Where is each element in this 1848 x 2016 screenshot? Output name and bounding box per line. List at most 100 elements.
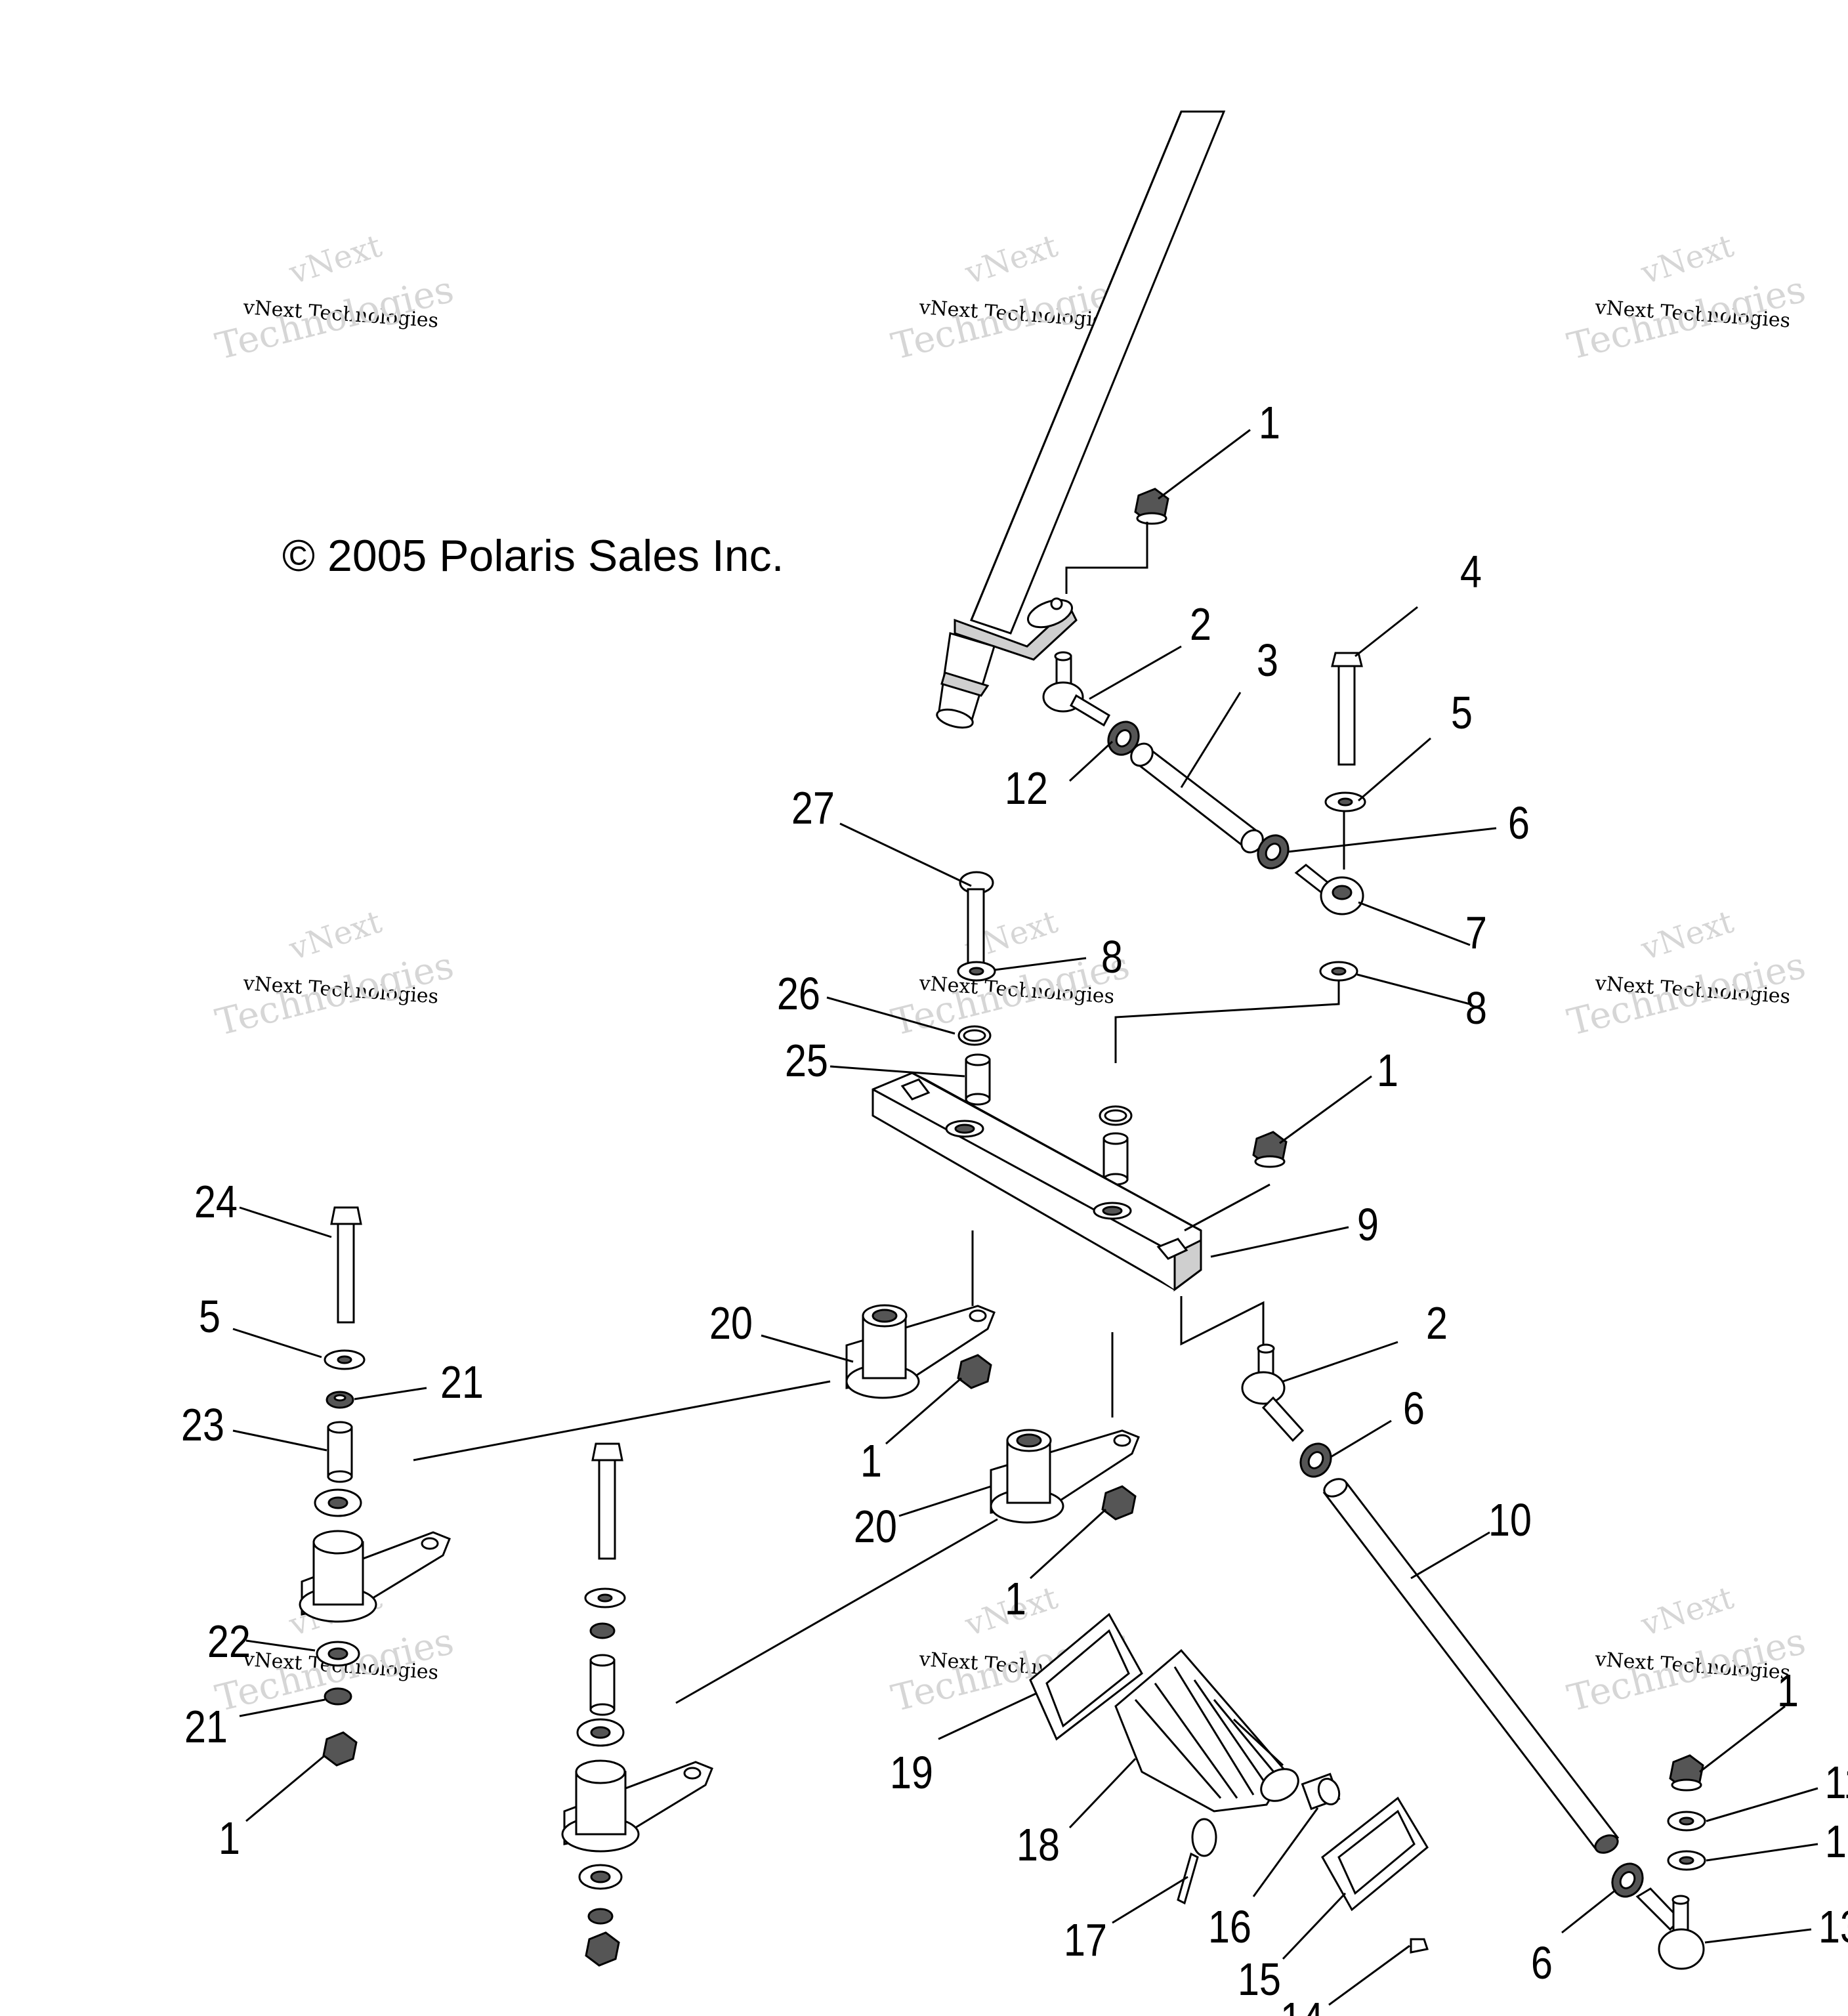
svg-text:vNext: vNext <box>284 904 386 968</box>
callout-12-right: 12 <box>1825 1815 1848 1867</box>
callout-14: 14 <box>1280 1992 1324 2016</box>
svg-text:vNext: vNext <box>1636 228 1738 292</box>
rod-end <box>1294 864 1364 915</box>
spacer-left <box>314 1488 362 1517</box>
steering-column-shaft <box>936 110 1226 729</box>
callout-8-right: 8 <box>1465 982 1487 1034</box>
watermark: vNext vNext Technologies Technologies <box>211 904 457 1045</box>
washer-12 <box>1667 1850 1706 1871</box>
callout-6-mid: 6 <box>1403 1382 1425 1434</box>
leader-line <box>1114 981 1340 1063</box>
callout-17: 17 <box>1064 1914 1107 1965</box>
callout-6-lower: 6 <box>1531 1937 1553 1988</box>
tie-rod-short <box>1130 742 1264 854</box>
jam-nut-upper <box>1107 721 1140 756</box>
svg-text:vNext: vNext <box>1636 904 1738 968</box>
flange-nut-arm-upper <box>957 1354 992 1389</box>
callout-1: 1 <box>1259 396 1280 448</box>
jam-nut-6-middle <box>1299 1442 1332 1478</box>
leader-line <box>1184 1183 1270 1232</box>
callout-11: 11 <box>1824 1756 1848 1808</box>
bolt-center <box>591 1442 623 1560</box>
nut-21-lower <box>324 1687 352 1706</box>
callout-15: 15 <box>1238 1953 1281 2005</box>
steering-bar <box>872 1072 1202 1292</box>
svg-text:Technologies: Technologies <box>1563 944 1809 1045</box>
copyright-text: © 2005 Polaris Sales Inc. <box>282 531 784 581</box>
callout-10: 10 <box>1488 1494 1532 1545</box>
callout-26: 26 <box>777 967 820 1019</box>
clamp-17 <box>1177 1818 1217 1905</box>
ball-joint-right <box>1635 1887 1705 1970</box>
svg-text:Technologies: Technologies <box>887 944 1133 1045</box>
callout-20-lower: 20 <box>854 1500 897 1552</box>
spacer-center <box>576 1718 625 1747</box>
bushing-middle <box>1102 1132 1129 1186</box>
callout-23: 23 <box>181 1398 224 1450</box>
callout-13: 13 <box>1818 1900 1848 1952</box>
leader-line <box>675 1518 998 1704</box>
callout-16: 16 <box>1208 1900 1251 1952</box>
washer-upper <box>1324 791 1366 812</box>
o-ring-middle <box>1099 1105 1133 1126</box>
callout-21: 21 <box>440 1356 484 1408</box>
callout-6: 6 <box>1508 797 1530 849</box>
idler-arm-upper <box>845 1304 996 1399</box>
nut-21-upper <box>326 1391 354 1409</box>
nut-center-1 <box>589 1622 616 1639</box>
pitman-arm-center <box>561 1759 713 1853</box>
ball-joint-upper <box>1042 651 1110 727</box>
pitman-arm-left <box>299 1530 451 1623</box>
svg-text:vNext: vNext <box>1636 1580 1738 1644</box>
flange-nut-arm-lower <box>1101 1485 1137 1521</box>
callout-labels: 1 2 3 4 5 12 6 27 7 8 26 8 25 1 24 9 5 2… <box>181 396 1848 2016</box>
ball-joint-lower <box>1241 1343 1305 1442</box>
callout-1-arm: 1 <box>860 1435 882 1486</box>
callout-3: 3 <box>1257 634 1278 686</box>
callout-1-mid: 1 <box>1377 1044 1398 1096</box>
callout-4: 4 <box>1460 545 1482 597</box>
bolt-upper <box>1331 652 1363 766</box>
callout-19: 19 <box>890 1746 933 1798</box>
watermark: vNext vNext Technologies Technologies <box>211 228 457 369</box>
screw-14 <box>1410 1938 1429 1954</box>
washer-8-left <box>957 961 996 982</box>
callout-27: 27 <box>791 782 835 833</box>
svg-text:Technologies: Technologies <box>1563 1620 1809 1721</box>
leader-line <box>1180 1296 1265 1352</box>
boot-18 <box>1114 1648 1299 1813</box>
tie-rod-long <box>1322 1478 1620 1854</box>
flange-nut-top <box>1134 488 1169 525</box>
leader-line <box>413 1380 831 1461</box>
callout-7: 7 <box>1465 906 1487 958</box>
watermark: vNext vNext Technologies Technologies <box>1563 1580 1809 1721</box>
gasket-19 <box>1029 1612 1143 1741</box>
flange-nut-left <box>322 1731 358 1767</box>
callout-9: 9 <box>1357 1198 1379 1250</box>
bushing-23 <box>327 1421 353 1483</box>
bushing-25 <box>965 1053 991 1106</box>
washer-center-1 <box>584 1587 626 1608</box>
callout-leaders <box>232 429 1818 2006</box>
washer-5-left <box>324 1349 366 1370</box>
svg-text:vNext: vNext <box>960 228 1062 292</box>
svg-text:Technologies: Technologies <box>211 268 457 369</box>
washer-11 <box>1667 1811 1706 1832</box>
idler-arm-lower <box>990 1429 1140 1524</box>
nut-center-2 <box>587 1908 614 1925</box>
callout-2-lower: 2 <box>1426 1297 1448 1349</box>
jam-nut-6-lower <box>1611 1862 1644 1898</box>
bushing-16 <box>1301 1773 1341 1811</box>
watermark: vNext vNext Technologies Technologies <box>1563 228 1809 369</box>
bushing-center <box>589 1654 616 1716</box>
callout-8: 8 <box>1101 931 1123 982</box>
svg-text:vNext: vNext <box>284 228 386 292</box>
washer-8-right <box>1319 961 1358 982</box>
flange-nut-right <box>1669 1754 1704 1792</box>
watermark: vNext vNext Technologies Technologies <box>887 904 1133 1045</box>
watermark: vNext vNext Technologies Technologies <box>1563 904 1809 1045</box>
leader-line <box>1065 522 1148 594</box>
flange-nut-center <box>585 1931 620 1967</box>
callout-20: 20 <box>709 1297 753 1349</box>
